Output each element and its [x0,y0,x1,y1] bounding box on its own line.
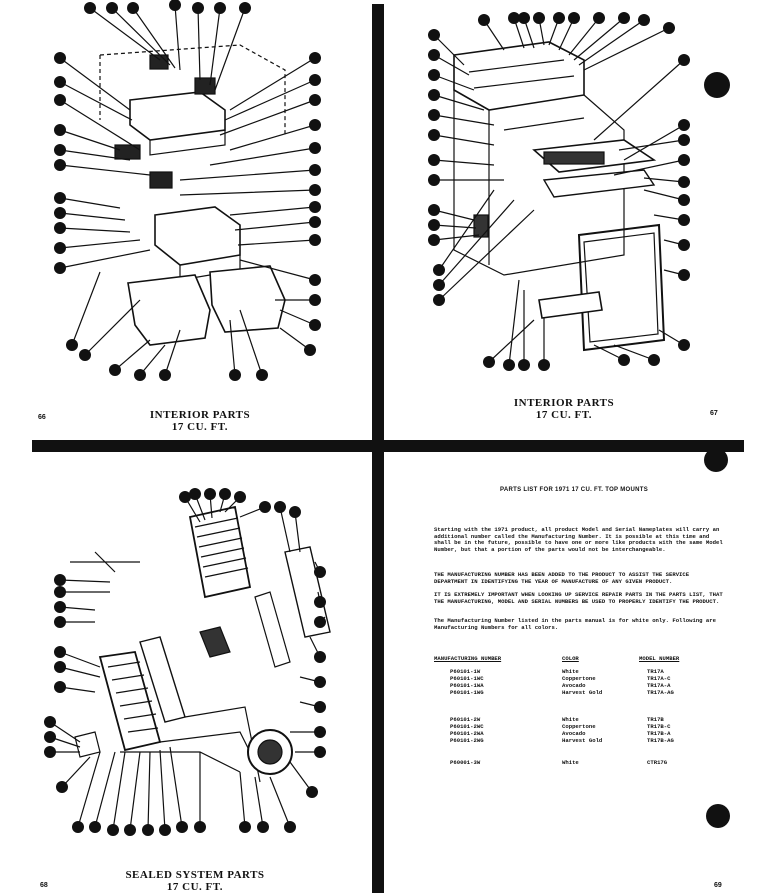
table-cell: TR17A-A [647,682,671,689]
table-cell: P60001-3W [450,759,481,766]
ink-blot [704,452,728,472]
sealed-system-diagram [44,488,331,836]
table-cell: TR17A [647,668,664,675]
table-cell: P60101-1WG [450,689,484,696]
intro-paragraph: Starting with the 1971 product, all prod… [434,526,723,553]
important-notice-paragraph: IT IS EXTREMELY IMPORTANT WHEN LOOKING U… [434,591,723,605]
interior-parts-caption: INTERIOR PARTS 17 CU. FT. [499,397,629,421]
sealed-system-caption: SEALED SYSTEM PARTS 17 CU. FT. [125,869,265,893]
caption-line1: INTERIOR PARTS [149,409,251,421]
manufacturing-number-paragraph: THE MANUFACTURING NUMBER HAS BEEN ADDED … [434,571,690,585]
table-cell: TR17B [647,716,664,723]
caption-line2: 17 CU. FT. [535,409,593,421]
table-cell: P60101-1WA [450,682,484,689]
table-cell: P60101-2WG [450,737,484,744]
table-cell: P60101-1WC [450,675,484,682]
page-number: 67 [710,410,718,417]
table-cell: Coppertone [562,675,596,682]
table-cell: Coppertone [562,723,596,730]
page-sealed-system-parts: SEALED SYSTEM PARTS 17 CU. FT. 68 [0,452,372,893]
header-manufacturing-number: MANUFACTURING NUMBER [434,655,502,662]
table-cell: TR17B-AG [647,737,674,744]
colors-note-paragraph: The Manufacturing Number listed in the p… [434,617,716,631]
table-cell: White [562,716,579,723]
page-interior-parts-right: INTERIOR PARTS 17 CU. FT. 67 [384,0,759,440]
table-cell: Harvest Gold [562,689,603,696]
caption-line2: 17 CU. FT. [171,421,229,433]
table-cell: P60101-2WC [450,723,484,730]
page-interior-parts-left: INTERIOR PARTS 17 CU. FT. 66 [0,0,372,440]
table-cell: TR17B-A [647,730,671,737]
caption-line1: SEALED SYSTEM PARTS [125,869,265,881]
interior-parts-diagram [54,0,321,381]
page-number: 69 [714,882,722,889]
table-cell: TR17A-AG [647,689,674,696]
table-cell: P60101-2WA [450,730,484,737]
table-cell: P60101-2W [450,716,481,723]
table-cell: CTR17G [647,759,668,766]
parts-list-title: PARTS LIST FOR 1971 17 CU. FT. TOP MOUNT… [500,487,648,493]
caption-line2: 17 CU. FT. [166,881,224,893]
header-color: COLOR [562,655,579,662]
caption-line1: INTERIOR PARTS [513,397,615,409]
interior-parts-caption: INTERIOR PARTS 17 CU. FT. [130,409,270,433]
table-cell: White [562,668,579,675]
ink-blot [706,804,730,828]
table-cell: Harvest Gold [562,737,603,744]
page-parts-list: PARTS LIST FOR 1971 17 CU. FT. TOP MOUNT… [384,452,759,893]
table-cell: TR17B-C [647,723,671,730]
table-cell: TR17A-C [647,675,671,682]
table-cell: P60101-1W [450,668,481,675]
ink-blot [704,72,730,98]
table-cell: Avocado [562,730,586,737]
header-model-number: MODEL NUMBER [639,655,680,662]
page-number: 68 [40,882,48,889]
page-number: 66 [38,414,46,421]
cabinet-interior-diagram [428,12,690,371]
horizontal-page-divider [32,440,744,452]
table-cell: White [562,759,579,766]
table-cell: Avocado [562,682,586,689]
